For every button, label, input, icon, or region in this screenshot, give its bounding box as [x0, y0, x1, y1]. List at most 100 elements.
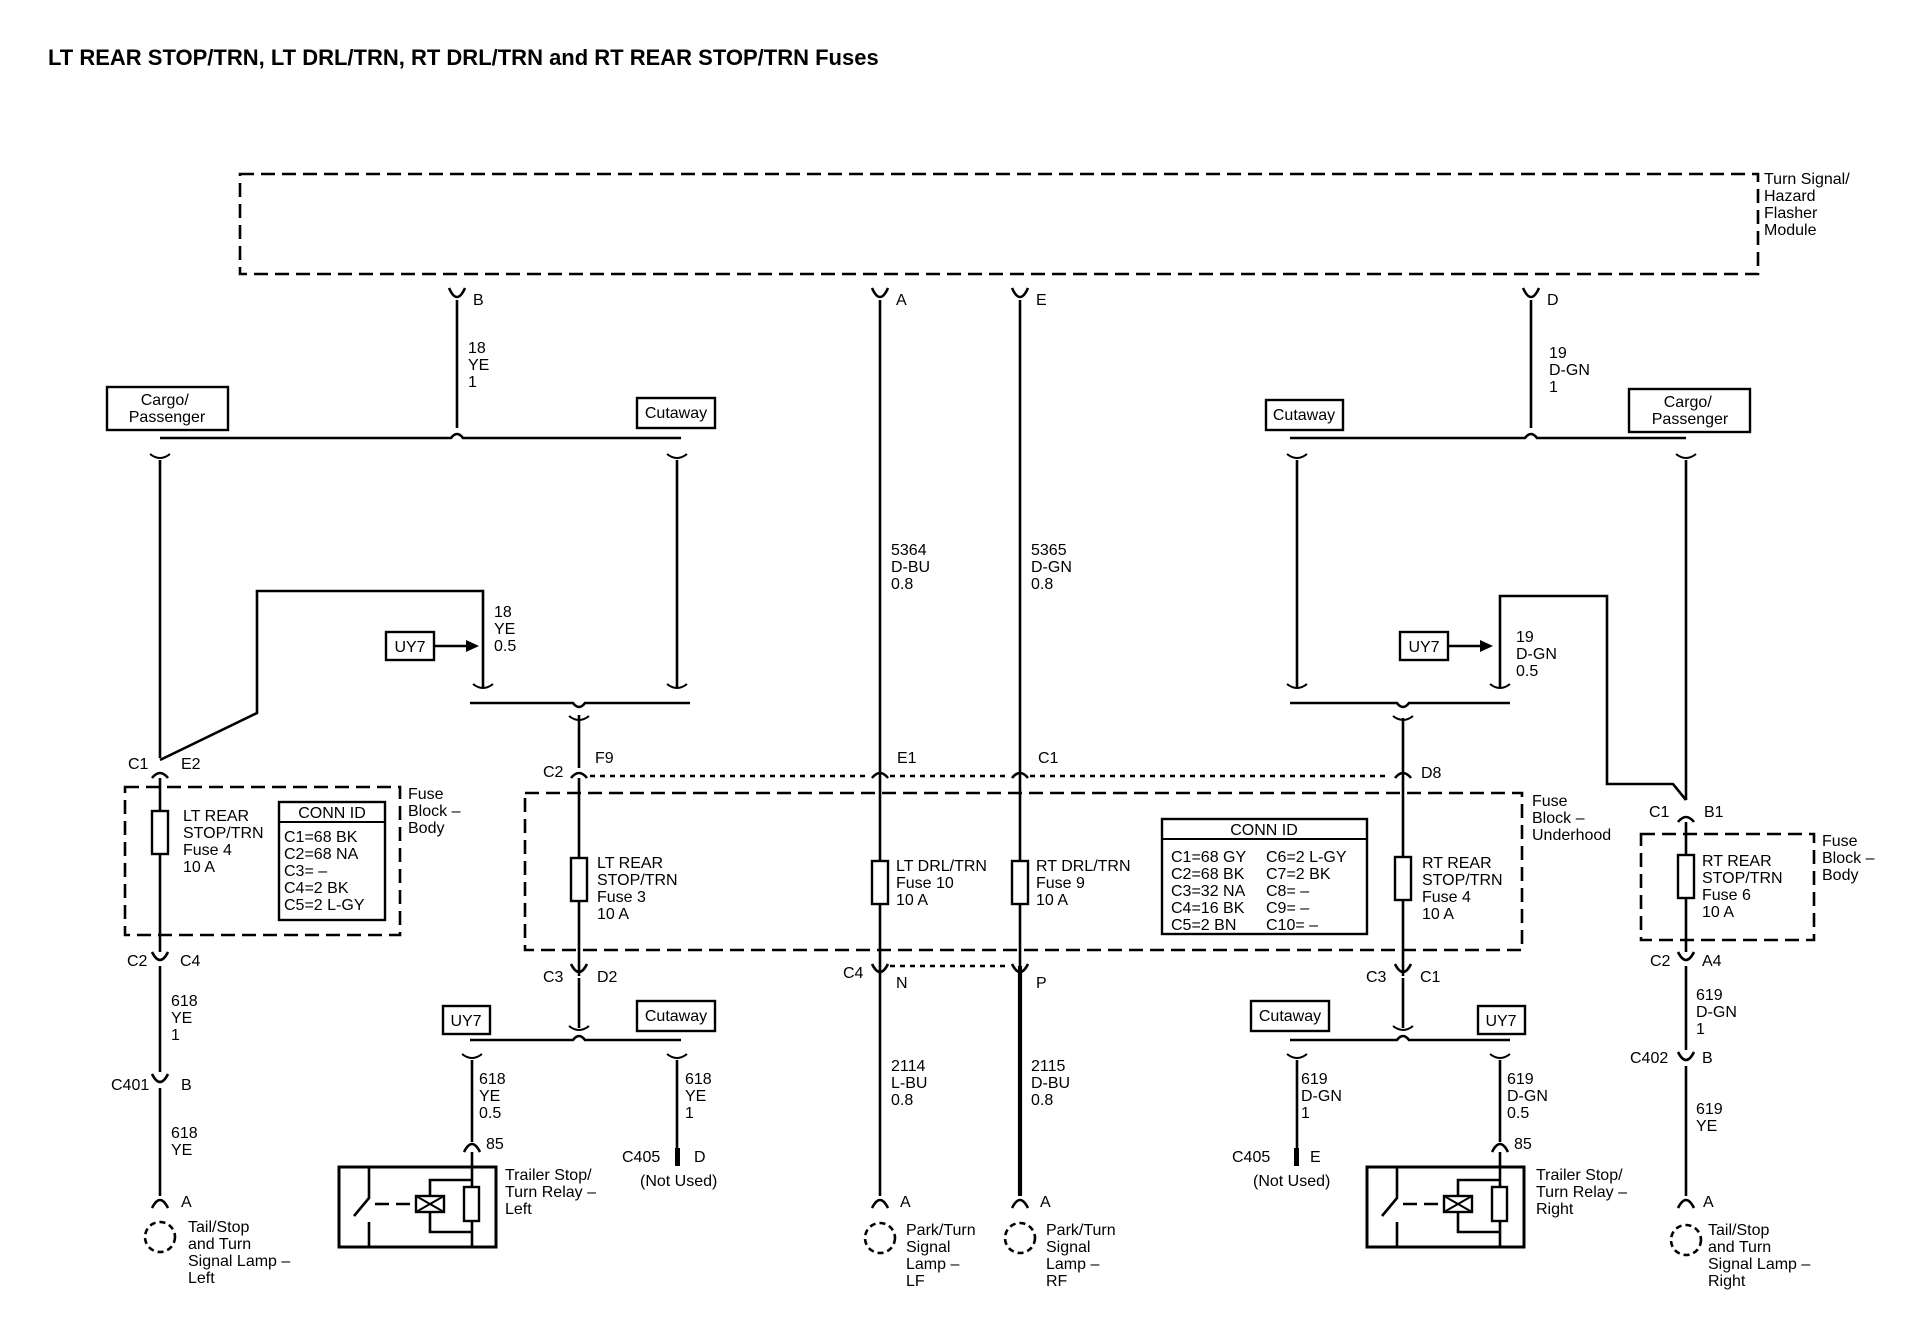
svg-text:C405: C405 — [622, 1149, 660, 1166]
option-bus-right-top — [1290, 432, 1686, 440]
relay-right-pin-85: 85 — [1490, 1136, 1532, 1153]
svg-text:B: B — [473, 292, 484, 309]
svg-text:CONN ID: CONN ID — [1230, 822, 1298, 839]
splice-cargo-left — [149, 453, 171, 459]
svg-text:C3: C3 — [543, 969, 564, 986]
svg-text:A: A — [896, 292, 907, 309]
splice-c405-left — [666, 1053, 688, 1059]
svg-text:C2: C2 — [1650, 953, 1671, 970]
svg-text:Cargo/ Passenger: Cargo/ Passenger — [1652, 394, 1729, 428]
svg-text:UY7: UY7 — [450, 1013, 481, 1030]
tail-lamp-right: A Tail/Stop and Turn Signal Lamp – Right — [1669, 1194, 1815, 1290]
connector-c402: C402 B — [1630, 1050, 1713, 1067]
wire-label-618-ye-1-c405: 618 YE 1 — [685, 1071, 716, 1122]
splice-cutaway-right-bottom — [1286, 683, 1308, 689]
svg-text:UY7: UY7 — [1485, 1013, 1516, 1030]
cutaway-tag-right-bottom: Cutaway — [1249, 999, 1331, 1033]
wire-label-5365: 5365 D-GN 0.8 — [1031, 542, 1076, 593]
cutaway-tag-right-top: Cutaway — [1264, 398, 1345, 432]
svg-text:C402: C402 — [1630, 1050, 1668, 1067]
fuse-lt-rear-uh-symbol — [569, 856, 589, 903]
svg-text:C4: C4 — [180, 953, 201, 970]
tail-lamp-left: A Tail/Stop and Turn Signal Lamp – Left — [143, 1194, 295, 1287]
connector-c1-e2-left: C1 E2 — [128, 756, 201, 779]
svg-text:C405: C405 — [1232, 1149, 1270, 1166]
module-pin-d: D — [1521, 287, 1559, 309]
svg-text:Cutaway: Cutaway — [645, 405, 707, 422]
svg-text:Tail/Stop and Turn: Tail/Stop and Turn Signal Lamp – Left — [188, 1219, 295, 1287]
splice-f9-top — [568, 715, 590, 721]
module-pin-e: E — [1010, 287, 1047, 309]
svg-text:E2: E2 — [181, 756, 201, 773]
svg-text:Park/Turn Signal L: Park/Turn Signal Lamp – LF — [906, 1222, 980, 1290]
svg-text:C1=68 GY C2=68 BK: C1=68 GY C2=68 BK C3=32 NA C4=16 BK C5=2… — [1171, 849, 1250, 934]
fuse-lt-rear-body-symbol — [150, 809, 170, 856]
svg-text:C1=68 BK C2=68 NA: C1=68 BK C2=68 NA C3= – C4=2 BK C5=2 L-G… — [284, 829, 365, 914]
svg-text:C1: C1 — [1649, 804, 1670, 821]
splice-relay-right — [1489, 1053, 1511, 1059]
wire-label-2115: 2115 D-BU 0.8 — [1031, 1058, 1075, 1109]
wire-label-619-dgn-1-c405: 619 D-GN 1 — [1301, 1071, 1346, 1122]
splice-cutaway-left — [666, 453, 688, 459]
splice-uy7-left — [472, 683, 494, 689]
fuse-rt-rear-body-symbol — [1676, 853, 1696, 900]
svg-text:A: A — [1040, 1194, 1051, 1211]
wire-label-618-ye-05: 618 YE 0.5 — [479, 1071, 510, 1122]
option-bus-left-mid — [470, 701, 690, 709]
flasher-module-label: Turn Signal/ Hazard Flasher Module — [1764, 171, 1854, 239]
svg-text:A: A — [900, 1194, 911, 1211]
diagram-title: LT REAR STOP/TRN, LT DRL/TRN, RT DRL/TRN… — [48, 45, 879, 70]
fuse-lt-drl-symbol — [870, 859, 890, 906]
splice-c1-right — [1392, 1025, 1414, 1031]
fuse-block-body-right-label: Fuse Block – Body — [1822, 833, 1879, 884]
wire-label-2114: 2114 L-BU 0.8 — [891, 1058, 932, 1109]
wire-label-618-ye-1: 618 YE 1 — [171, 993, 202, 1044]
fuse-lt-rear-uh-label: LT REAR STOP/TRN Fuse 3 10 A — [597, 855, 682, 923]
svg-text:Cargo/ Passenger: Cargo/ Passenger — [129, 392, 206, 426]
svg-text:Cutaway: Cutaway — [1273, 407, 1335, 424]
svg-text:D: D — [694, 1149, 706, 1166]
park-turn-lamp-rf: A Park/Turn Signal Lamp – RF — [1003, 1194, 1120, 1290]
svg-text:C3: C3 — [1366, 969, 1387, 986]
connector-p: P — [1010, 963, 1047, 992]
option-bus-left-top — [160, 432, 681, 440]
splice-uy7-right — [1489, 683, 1511, 689]
fuse-rt-rear-uh-symbol — [1393, 855, 1413, 902]
fuse-block-body-left — [123, 785, 402, 937]
svg-text:C1: C1 — [1038, 750, 1059, 767]
connector-c405-d: C405 D (Not Used) — [622, 1148, 717, 1190]
svg-text:Tail/Stop and Turn: Tail/Stop and Turn Signal Lamp – Right — [1708, 1222, 1815, 1290]
wire-label-619-dgn-05: 619 D-GN 0.5 — [1507, 1071, 1552, 1122]
fuse-lt-rear-body-label: LT REAR STOP/TRN Fuse 4 10 A — [183, 808, 268, 876]
svg-text:Cutaway: Cutaway — [645, 1008, 707, 1025]
svg-text:A: A — [1703, 1194, 1714, 1211]
wire-label-18-ye-05: 18 YE 0.5 — [494, 604, 520, 655]
fuse-rt-rear-uh-label: RT REAR STOP/TRN Fuse 4 10 A — [1422, 855, 1507, 923]
park-turn-lamp-lf: A Park/Turn Signal Lamp – LF — [863, 1194, 980, 1290]
wire-label-619-dgn-1-right: 619 D-GN 1 — [1696, 987, 1741, 1038]
svg-text:B1: B1 — [1704, 804, 1724, 821]
connector-c2-f9: C2 F9 — [543, 750, 614, 781]
svg-text:C4: C4 — [843, 965, 864, 982]
svg-text:N: N — [896, 975, 908, 992]
connector-c2-a4-right: C2 A4 — [1650, 951, 1722, 970]
wire-label-5364: 5364 D-BU 0.8 — [891, 542, 935, 593]
svg-text:D8: D8 — [1421, 765, 1442, 782]
splice-relay-left — [461, 1053, 483, 1059]
svg-text:C2: C2 — [127, 953, 148, 970]
splice-cutaway-right — [1286, 453, 1308, 459]
svg-text:Trailer Stop/ Turn Relay: Trailer Stop/ Turn Relay – Right — [1536, 1167, 1631, 1218]
cutaway-tag-left-top: Cutaway — [635, 396, 717, 430]
wire-label-619-ye: 619 YE — [1696, 1101, 1727, 1135]
fuse-lt-drl-label: LT DRL/TRN Fuse 10 10 A — [896, 858, 991, 909]
svg-text:C2: C2 — [543, 764, 564, 781]
splice-d8-top — [1392, 715, 1414, 721]
wire-18-ye-05 — [159, 589, 485, 762]
svg-text:UY7: UY7 — [394, 639, 425, 656]
svg-text:Park/Turn Signal L: Park/Turn Signal Lamp – RF — [1046, 1222, 1120, 1290]
connector-c2-c4-left: C2 C4 — [127, 951, 201, 970]
connector-e1: E1 — [870, 750, 917, 779]
svg-text:D2: D2 — [597, 969, 618, 986]
svg-text:C1: C1 — [1420, 969, 1441, 986]
